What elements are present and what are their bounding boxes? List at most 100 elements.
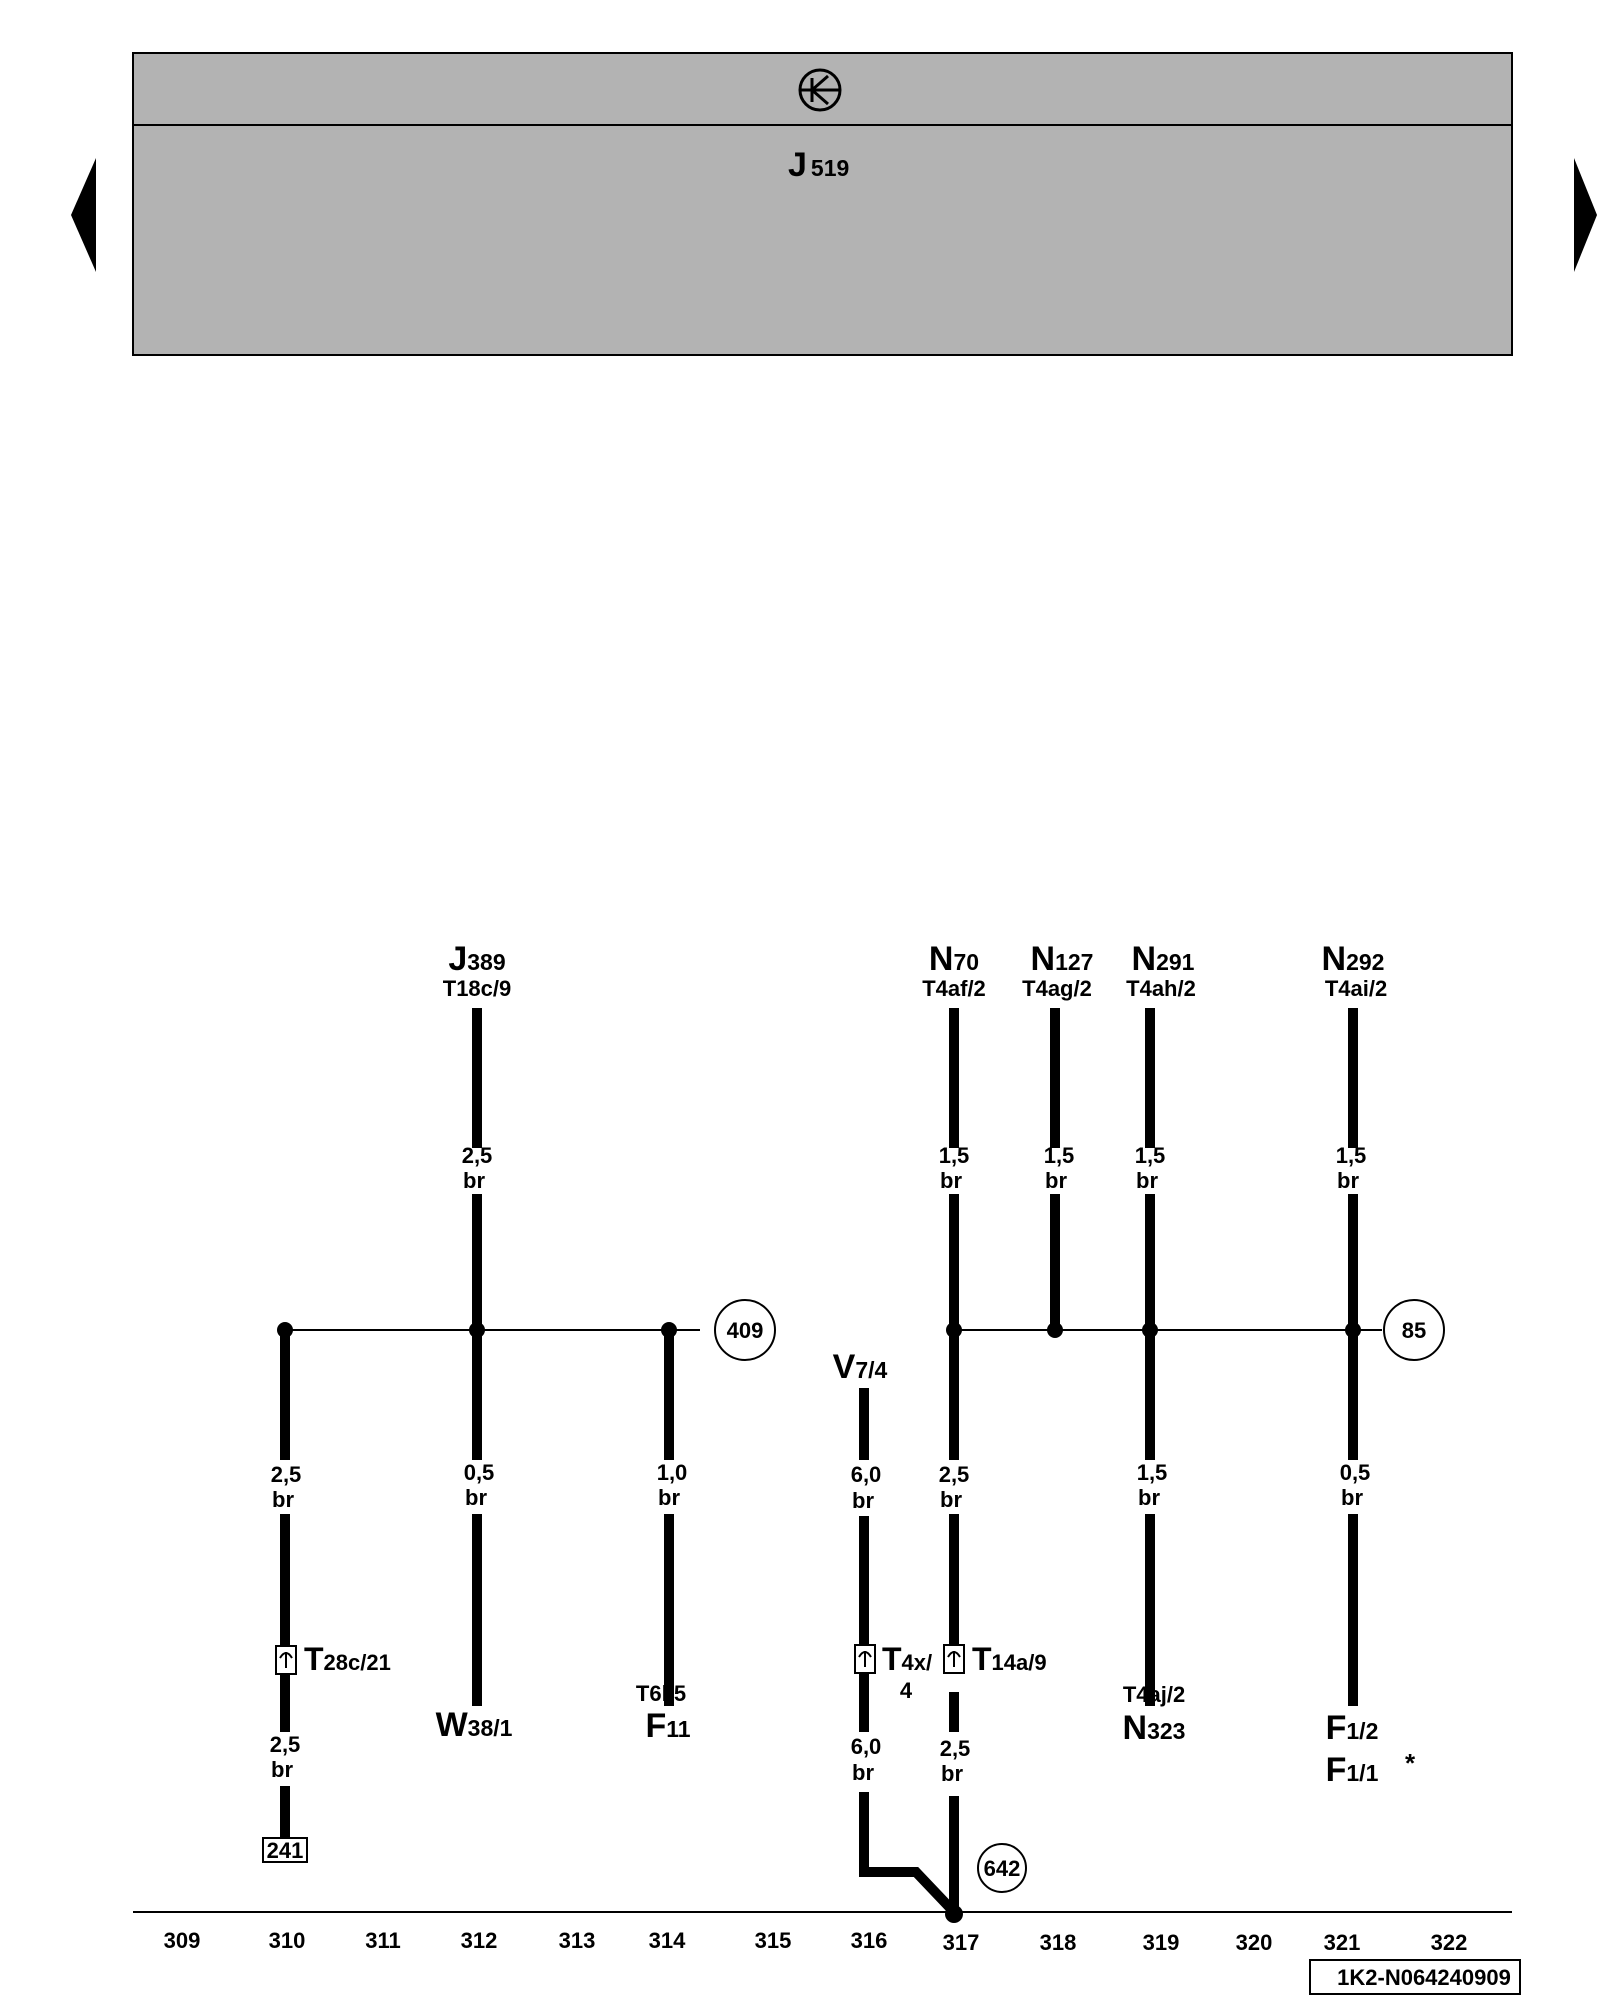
connector-icon [943,1644,965,1674]
ref-85[interactable]: 85 [1383,1299,1445,1361]
wire-color: br [272,1487,294,1512]
wire-size: 0,5 [464,1460,495,1485]
ref-409[interactable]: 409 [714,1299,776,1361]
scale-number: 318 [1040,1930,1077,1955]
connector-t14a: T14a/9 [972,1641,1047,1677]
connector-icon [275,1645,297,1675]
wire-color: br [941,1761,963,1786]
scale-number: 320 [1236,1930,1273,1955]
pin-label: T4ai/2 [1325,976,1387,1001]
svg-text:85: 85 [1402,1318,1426,1343]
wire-color: br [1136,1168,1158,1193]
ground-circle-icon [798,68,842,112]
wire-color: br [852,1760,874,1785]
wire-size: 2,5 [939,1462,970,1487]
ref-642[interactable]: 642 [977,1843,1027,1893]
wire-color: br [940,1168,962,1193]
wire-color: br [463,1168,485,1193]
component-n127: N127 [1031,940,1094,978]
scale-number: 312 [461,1928,498,1953]
scale-number: 315 [755,1928,792,1953]
connector-t28c: T28c/21 [304,1641,391,1677]
scale-row: 309 310 311 312 313 314 315 316 317 318 … [164,1928,1468,1955]
component-n292: N292 [1322,940,1385,978]
document-id-box [1309,1959,1521,1995]
wire-color: br [1341,1485,1363,1510]
wire-size: 1,5 [939,1143,970,1168]
wire-color: br [465,1485,487,1510]
junction-dot [946,1322,962,1338]
wire-labels-upper: 2,5 br 1,5 br 1,5 br 1,5 br 1,5 br [462,1143,1367,1193]
wire-size: 2,5 [940,1736,971,1761]
pin-label: T4ah/2 [1126,976,1196,1001]
wire-segment [859,1792,958,1916]
component-f1-2: F1/2 [1326,1709,1379,1747]
scale-number: 311 [365,1928,401,1953]
svg-text:642: 642 [984,1856,1021,1881]
junction-dot [661,1322,677,1338]
wire-color: br [940,1487,962,1512]
pin-label: T4af/2 [922,976,986,1001]
pin-label: T18c/9 [443,976,512,1001]
component-v7: V7/4 [833,1348,888,1386]
scale-number: 309 [164,1928,201,1953]
junction-dot [1345,1322,1361,1338]
connector-t4x-pin: 4 [900,1678,913,1703]
junction-dot [945,1905,963,1923]
wire-size: 6,0 [851,1734,882,1759]
wire-color: br [658,1485,680,1510]
scale-number: 322 [1431,1930,1468,1955]
wire-size: 2,5 [462,1143,493,1168]
connector-t4x: T4x/ [882,1641,932,1677]
scale-number: 314 [649,1928,686,1953]
component-n70: N70 [929,940,979,978]
wire-color: br [852,1488,874,1513]
wire-size: 1,5 [1135,1143,1166,1168]
svg-text:409: 409 [727,1318,764,1343]
connector-icon [854,1644,876,1674]
footnote-marker: * [1405,1748,1416,1778]
wire-size: 1,0 [657,1460,688,1485]
wire-labels-lower: 2,5 br 2,5 br 0,5 br 1,0 br 6,0 br 6,0 b… [270,1460,1371,1786]
wire-size: 2,5 [270,1732,301,1757]
scale-number: 317 [943,1930,980,1955]
wire-color: br [1138,1485,1160,1510]
scale-number: 313 [559,1928,596,1953]
junction-group [277,1322,1361,1923]
component-j389: J389 [448,940,505,978]
wire-size: 1,5 [1336,1143,1367,1168]
scale-number: 310 [269,1928,306,1953]
scale-number: 319 [1143,1930,1180,1955]
svg-text:241: 241 [267,1838,304,1863]
triangle-left-icon[interactable] [71,158,96,272]
component-n291: N291 [1132,940,1195,978]
wire-size: 0,5 [1340,1460,1371,1485]
wire-color: br [271,1757,293,1782]
junction-dot [1142,1322,1158,1338]
wire-group [280,1008,1358,1916]
component-w38: W38/1 [436,1706,513,1744]
wire-color: br [1045,1168,1067,1193]
component-f1-1: F1/1 [1326,1751,1379,1789]
pin-label: T4ag/2 [1022,976,1092,1001]
wire-size: 1,5 [1044,1143,1075,1168]
wire-size: 6,0 [851,1462,882,1487]
wire-color: br [1337,1168,1359,1193]
ref-241[interactable]: 241 [262,1837,308,1863]
junction-dot [277,1322,293,1338]
component-f11: F11 [645,1707,690,1745]
scale-number: 316 [851,1928,888,1953]
junction-dot [1047,1322,1063,1338]
component-n323: N323 [1123,1709,1186,1747]
triangle-right-icon[interactable] [1574,158,1597,272]
junction-dot [469,1322,485,1338]
pin-label: T6l/5 [636,1681,686,1706]
control-unit-band [132,52,1513,356]
wire-size: 2,5 [271,1462,302,1487]
document-id: 1K2-N064240909 [1337,1965,1511,1990]
pin-label: T4aj/2 [1123,1682,1185,1707]
scale-number: 321 [1324,1930,1361,1955]
wire-size: 1,5 [1137,1460,1168,1485]
